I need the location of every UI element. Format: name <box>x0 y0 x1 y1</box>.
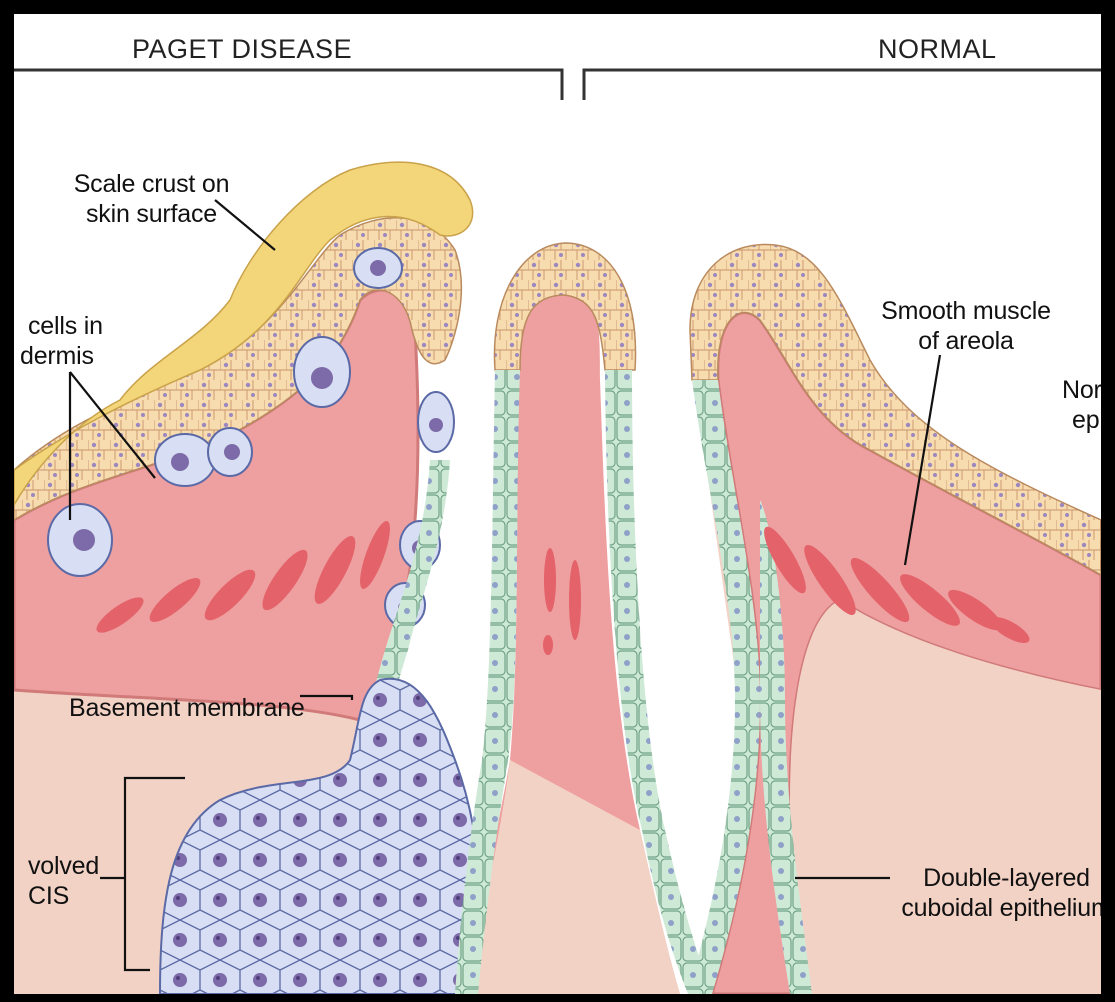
label-smooth-muscle: Smooth muscle of areola <box>866 297 1066 356</box>
header-paget-disease: PAGET DISEASE <box>132 34 352 65</box>
header-brackets <box>14 70 1101 100</box>
illustration <box>14 14 1101 994</box>
label-involved-dcis: volved CIS <box>28 852 99 911</box>
header-normal: NORMAL <box>878 34 997 65</box>
label-paget-cells: cells in dermis <box>28 312 103 371</box>
label-scale-crust: Scale crust on skin surface <box>64 170 239 229</box>
label-basement-membrane: Basement membrane <box>69 694 305 724</box>
label-normal-epithelium: Norm epith <box>1062 376 1115 435</box>
label-double-layered-epithelium: Double-layered cuboidal epithelium <box>899 864 1114 923</box>
